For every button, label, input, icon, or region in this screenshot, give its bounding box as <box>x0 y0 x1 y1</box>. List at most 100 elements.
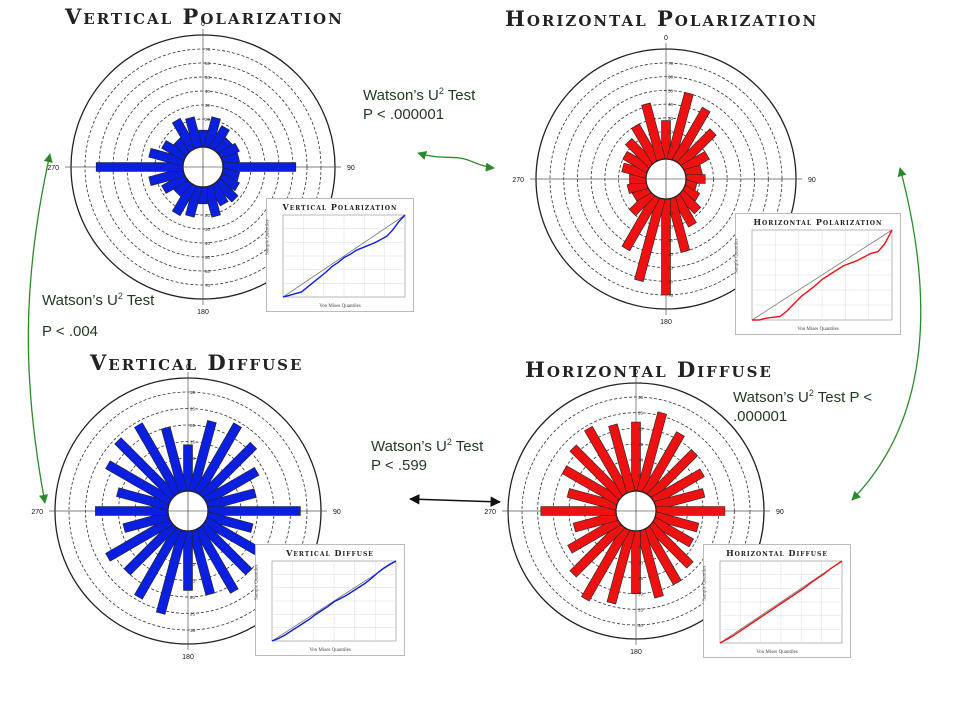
radial-tick-label: 50 <box>668 266 674 271</box>
angle-label-0: 0 <box>664 35 668 42</box>
inset-xlabel: Von Mises Quantiles <box>756 650 798 655</box>
inset-qq-horizontal-diffuse: Horizontal Diffuse Sample Quantiles Von … <box>703 544 851 658</box>
radial-tick-label: 30 <box>668 116 674 121</box>
inset-title: Horizontal Diffuse <box>726 548 828 558</box>
radial-tick-label: 30 <box>205 227 211 232</box>
angle-label-0: 0 <box>634 369 638 376</box>
radial-tick-label: 5 <box>638 473 641 478</box>
radial-tick-label: 20 <box>668 224 674 229</box>
angle-label-90: 90 <box>347 165 355 172</box>
angle-label-180: 180 <box>660 319 672 326</box>
radial-tick-label: 30 <box>205 103 211 108</box>
angle-label-270: 270 <box>31 509 43 516</box>
qq-plot-svg <box>282 214 406 298</box>
radial-tick-label: 10 <box>638 560 644 565</box>
radial-tick-label: 40 <box>668 102 674 107</box>
arrow-left-comparison <box>27 153 53 504</box>
title-vertical-diffuse: Vertical Diffuse <box>90 350 304 375</box>
angle-label-90: 90 <box>333 509 341 516</box>
radial-tick-label: 25 <box>638 411 644 416</box>
stat-prefix: Watson’s U <box>371 438 447 455</box>
angle-label-270: 270 <box>47 165 59 172</box>
angle-label-180: 180 <box>630 649 642 656</box>
radial-tick-label: 40 <box>205 241 211 246</box>
radial-tick-label: 5 <box>638 545 641 550</box>
radial-tick-label: 15 <box>638 442 644 447</box>
radial-tick-label: 30 <box>190 390 196 395</box>
stat-pvalue: P < .004 <box>42 323 99 340</box>
radial-tick-label: 5 <box>190 473 193 478</box>
radial-tick-label: 25 <box>190 407 196 412</box>
radial-tick-label: 40 <box>668 252 674 257</box>
radial-tick-label: 20 <box>190 423 196 428</box>
radial-tick-label: 10 <box>668 143 674 148</box>
radial-tick-label: 15 <box>638 576 644 581</box>
title-horizontal-diffuse: Horizontal Diffuse <box>525 357 773 382</box>
qq-series-line <box>719 560 843 644</box>
rose-bar <box>95 162 184 172</box>
angle-label-270: 270 <box>512 177 524 184</box>
radial-tick-label: 70 <box>205 283 211 288</box>
rose-bar <box>207 506 301 516</box>
radial-tick-label: 20 <box>205 213 211 218</box>
stat-sup: 2 <box>808 388 814 398</box>
radial-tick-label: 50 <box>205 75 211 80</box>
radial-tick-label: 70 <box>205 47 211 52</box>
radial-tick-label: 70 <box>668 61 674 66</box>
radial-tick-label: 25 <box>190 612 196 617</box>
stat-left: Watson’s U2 Test P < .004 <box>42 287 154 341</box>
angle-label-270: 270 <box>484 509 496 516</box>
qq-plot-svg <box>719 560 843 644</box>
radial-tick-label: 30 <box>190 628 196 633</box>
qq-plot-svg <box>271 560 397 642</box>
stat-top: Watson’s U2 Test P < .000001 <box>363 82 475 124</box>
radial-tick-label: 10 <box>190 456 196 461</box>
radial-tick-label: 10 <box>638 458 644 463</box>
inset-title: Horizontal Polarization <box>753 217 883 227</box>
angle-label-0: 0 <box>201 21 205 28</box>
stat-suffix: Test <box>122 292 155 309</box>
stat-prefix: Watson’s U <box>733 389 809 406</box>
arrow-right-comparison <box>851 167 922 501</box>
radial-tick-label: 10 <box>205 131 211 136</box>
stat-suffix: Test <box>451 438 484 455</box>
radial-tick-label: 70 <box>668 293 674 298</box>
radial-tick-label: 30 <box>638 395 644 400</box>
inset-qq-vertical-polarization: Vertical Polarization Sample Quantiles V… <box>266 198 414 312</box>
rose-bar <box>95 506 169 516</box>
radial-tick-label: 60 <box>205 269 211 274</box>
inset-qq-vertical-diffuse: Vertical Diffuse Sample Quantiles Von Mi… <box>255 544 405 656</box>
radial-tick-label: 60 <box>668 279 674 284</box>
radial-tick-label: 30 <box>638 623 644 628</box>
angle-label-90: 90 <box>776 509 784 516</box>
arrow-middle-comparison <box>408 494 502 507</box>
angle-label-90: 90 <box>808 177 816 184</box>
qq-plot-svg <box>751 229 893 321</box>
radial-tick-label: 20 <box>638 426 644 431</box>
angle-label-0: 0 <box>186 364 190 371</box>
radial-tick-label: 15 <box>190 440 196 445</box>
stat-sup: 2 <box>117 291 123 301</box>
rose-bar <box>540 506 617 516</box>
angle-label-180: 180 <box>197 309 209 316</box>
stat-right: Watson’s U2 Test P < .000001 <box>733 384 872 426</box>
title-vertical-polarization: Vertical Polarization <box>65 4 344 29</box>
radial-tick-label: 20 <box>638 592 644 597</box>
radial-tick-label: 5 <box>190 546 193 551</box>
inset-qq-horizontal-polarization: Horizontal Polarization Sample Quantiles… <box>735 213 901 335</box>
radial-tick-label: 40 <box>205 89 211 94</box>
angle-label-180: 180 <box>182 654 194 661</box>
qq-series-line <box>282 214 406 298</box>
arrow-top-comparison <box>417 151 495 172</box>
inset-title: Vertical Diffuse <box>286 548 374 558</box>
stat-pvalue: P < .000001 <box>363 106 445 123</box>
radial-tick-label: 30 <box>668 238 674 243</box>
stat-suffix: Test P < <box>813 389 873 406</box>
stat-suffix: Test <box>443 87 476 104</box>
radial-tick-label: 20 <box>205 117 211 122</box>
